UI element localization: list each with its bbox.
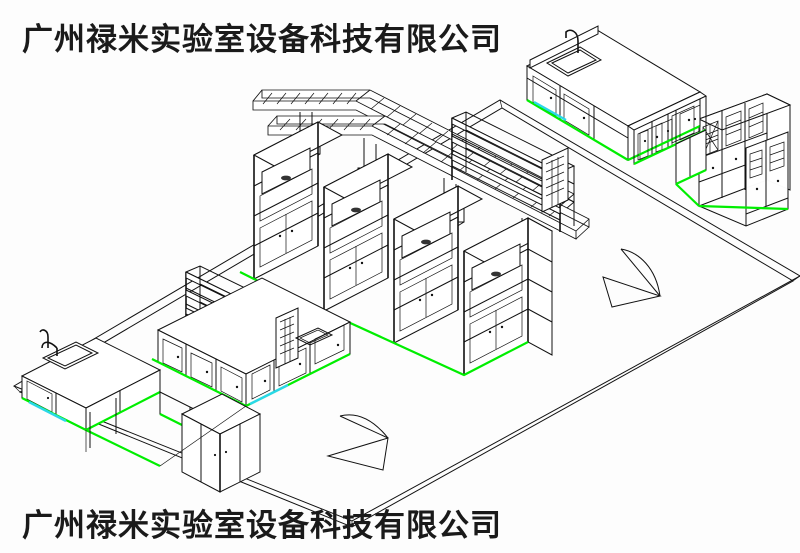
tall-cabinet-lower-left <box>180 393 262 493</box>
floor-seams <box>85 405 247 467</box>
sink-top <box>545 29 603 77</box>
storage-cabinet-bank <box>697 93 792 227</box>
wall-bench-left <box>20 329 162 467</box>
watermark-bottom: 广州禄米实验室设备科技有限公司 <box>22 508 502 544</box>
watermark-top: 广州禄米实验室设备科技有限公司 <box>22 22 502 58</box>
door-swing-right <box>602 248 662 308</box>
fume-hood-bank <box>239 89 590 377</box>
sink-left <box>39 329 100 370</box>
wall-bench-right <box>626 91 708 207</box>
wall-bench-top <box>525 25 789 211</box>
island-bench-center <box>451 111 576 232</box>
island-bench-left <box>151 265 352 408</box>
door-swing-bottom <box>326 414 389 471</box>
